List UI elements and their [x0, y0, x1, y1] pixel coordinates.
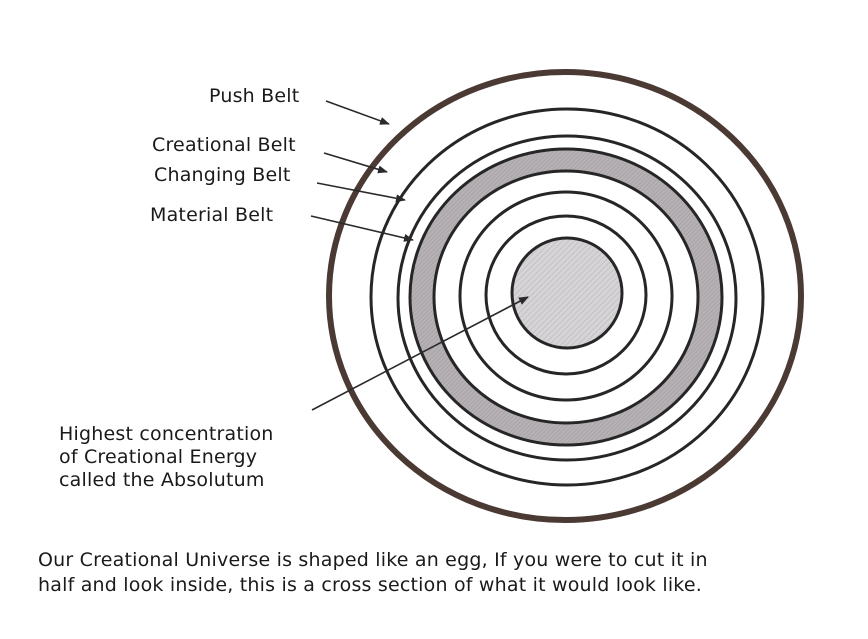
- creational-belt-arrow: [323, 152, 388, 174]
- creational-belt-label: Creational Belt: [152, 134, 296, 156]
- caption-line: Our Creational Universe is shaped like a…: [38, 549, 708, 571]
- absolutum-label-line: Highest concentration: [59, 423, 274, 445]
- material-belt-arrow: [310, 215, 414, 242]
- push-belt-label: Push Belt: [209, 85, 300, 107]
- absolutum-label-line: of Creational Energy: [59, 446, 258, 468]
- material-belt-label: Material Belt: [150, 204, 274, 226]
- push-belt-arrow: [325, 100, 390, 125]
- absolutum-arrow: [311, 296, 529, 411]
- figure-caption: Our Creational Universe is shaped like a…: [38, 548, 708, 598]
- absolutum-label: Highest concentration of Creational Ener…: [59, 423, 274, 492]
- absolutum-label-line: called the Absolutum: [59, 469, 265, 491]
- caption-line: half and look inside, this is a cross se…: [38, 574, 702, 596]
- changing-belt-label: Changing Belt: [154, 164, 291, 186]
- changing-belt-arrow: [316, 182, 406, 203]
- absolutum-core: [510, 236, 624, 350]
